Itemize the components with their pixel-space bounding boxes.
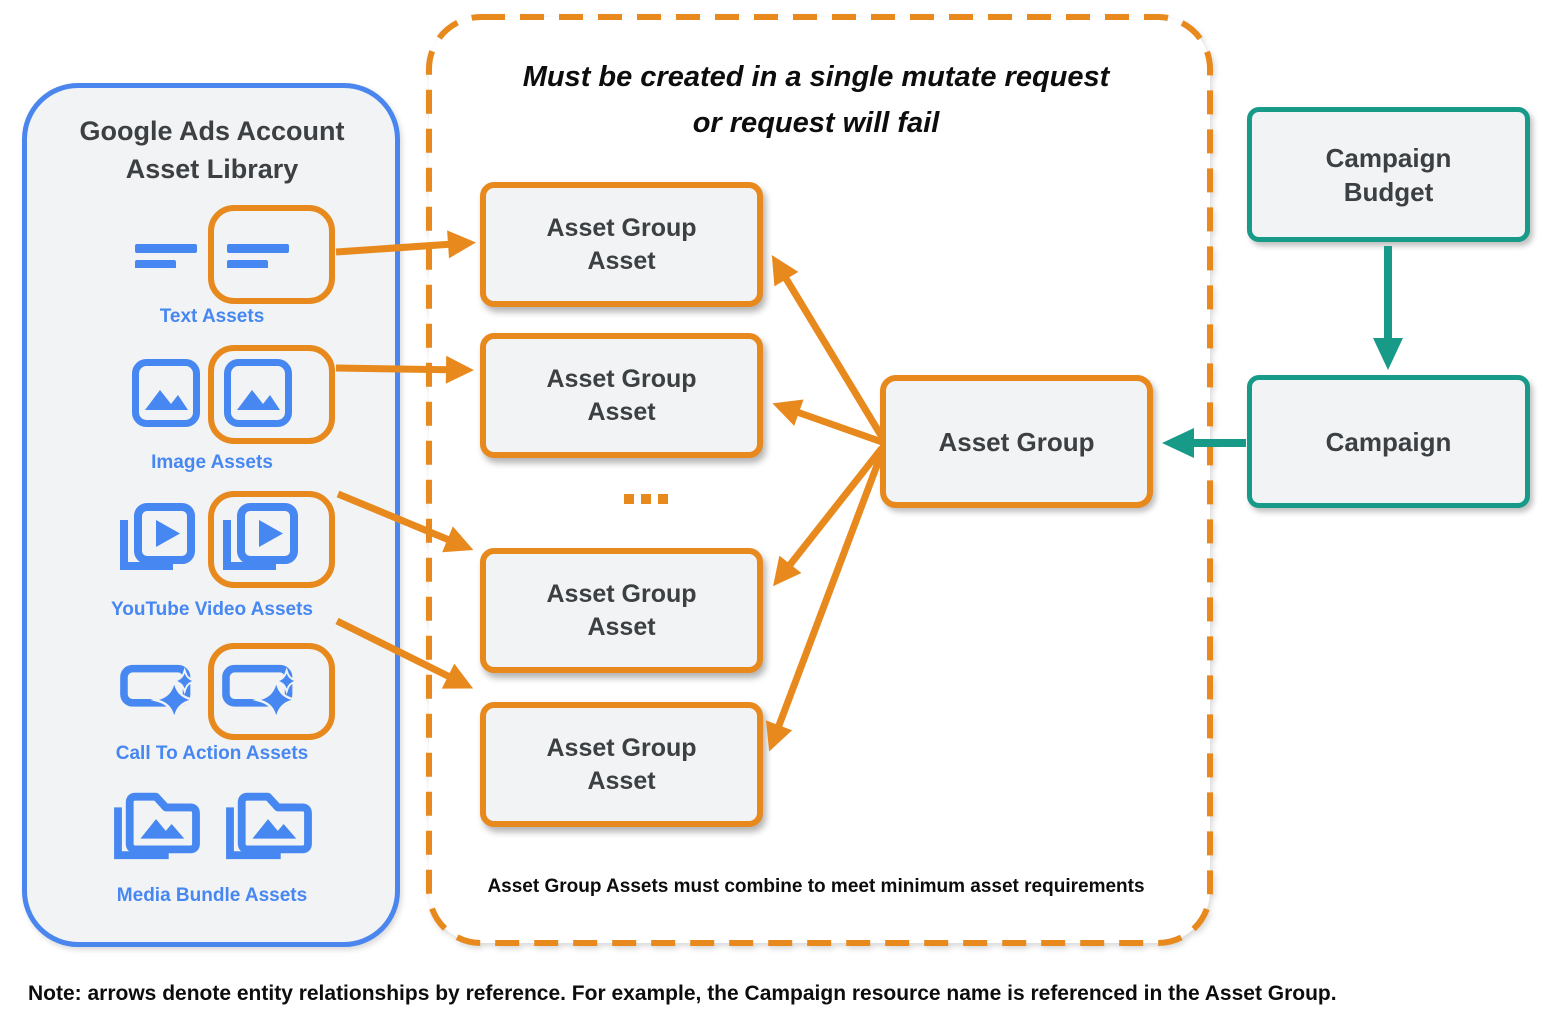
video-stack-icon <box>117 503 195 578</box>
mutate-request-title: Must be created in a single mutate reque… <box>456 54 1176 146</box>
image-assets-label: Image Assets <box>151 452 273 473</box>
asset-group-asset-label: Asset Group Asset <box>546 364 697 426</box>
campaign-box: Campaign <box>1247 375 1530 508</box>
asset-group-asset-label: Asset Group Asset <box>546 579 697 641</box>
media-bundle-assets-label: Media Bundle Assets <box>116 885 308 906</box>
mutate-request-title-line2: or request will fail <box>692 107 940 139</box>
selected-asset-outline-text <box>208 205 335 304</box>
campaign-label: Campaign <box>1325 426 1452 457</box>
asset-group-asset-box-4: Asset Group Asset <box>480 702 763 827</box>
selected-asset-outline-video <box>208 491 335 588</box>
asset-group-box: Asset Group <box>880 375 1153 508</box>
ellipsis-dots <box>624 494 668 504</box>
asset-group-asset-box-3: Asset Group Asset <box>480 548 763 673</box>
media-folder-icon <box>110 785 204 868</box>
cta-sparkle-icon <box>120 662 200 722</box>
youtube-video-assets-label: YouTube Video Assets <box>110 599 313 620</box>
media-folder-icon <box>222 785 316 868</box>
asset-library-title-line2: Asset Library <box>125 154 299 184</box>
asset-library-title-line1: Google Ads Account <box>79 116 345 146</box>
text-lines-icon <box>135 244 197 273</box>
selected-asset-outline-cta <box>208 643 335 740</box>
campaign-budget-box: Campaign Budget <box>1247 107 1530 242</box>
text-assets-label: Text Assets <box>159 306 265 327</box>
call-to-action-assets-label: Call To Action Assets <box>115 743 309 764</box>
asset-requirements-footnote: Asset Group Assets must combine to meet … <box>487 876 1145 897</box>
cta-sparkle-icon <box>222 662 302 722</box>
text-lines-icon <box>227 244 289 273</box>
asset-group-asset-label: Asset Group Asset <box>546 733 697 795</box>
asset-group-asset-label: Asset Group Asset <box>546 213 697 275</box>
asset-library-title: Google Ads Account Asset Library <box>40 112 384 188</box>
video-stack-icon <box>220 503 298 578</box>
campaign-budget-label: Campaign Budget <box>1325 142 1452 207</box>
note-text: Note: arrows denote entity relationships… <box>28 982 1337 1005</box>
mutate-request-title-line1: Must be created in a single mutate reque… <box>522 61 1110 93</box>
image-icon <box>132 359 200 432</box>
image-icon <box>224 359 292 432</box>
selected-asset-outline-image <box>208 345 335 444</box>
asset-group-asset-box-1: Asset Group Asset <box>480 182 763 307</box>
asset-group-asset-box-2: Asset Group Asset <box>480 333 763 458</box>
asset-group-label: Asset Group <box>938 426 1095 457</box>
